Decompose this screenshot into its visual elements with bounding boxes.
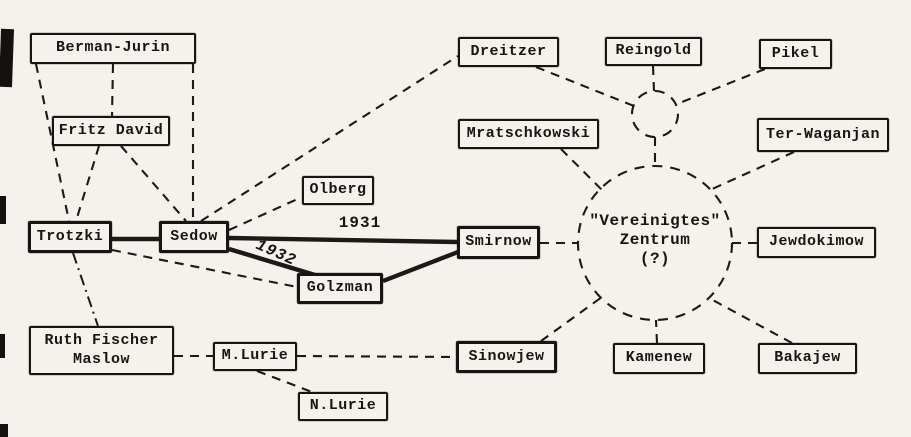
node-label: Dreitzer <box>470 42 547 60</box>
edge-trotzki--ruth-fischer-maslow <box>72 252 99 327</box>
edge-ter-waganjan--zentrum-circle <box>709 151 795 191</box>
edge-label-1931: 1931 <box>338 214 382 232</box>
edge-sedow--smirnow <box>228 235 458 245</box>
node-label: Olberg <box>309 181 367 199</box>
node-label: Sinowjew <box>468 347 545 365</box>
node-olberg: Olberg <box>302 176 374 205</box>
edge-dreitzer--inner-circle <box>535 66 635 107</box>
edge-mratschkowski--zentrum-circle <box>560 148 603 191</box>
node-label: Sedow <box>170 227 218 245</box>
edge-sedow--olberg <box>228 196 303 231</box>
edge-kamenew--zentrum-circle <box>654 319 659 344</box>
node-mratschkowski: Mratschkowski <box>458 119 599 149</box>
node-label: N.Lurie <box>309 397 377 415</box>
node-label: Maslow <box>72 350 130 368</box>
node-ter-waganjan: Ter-Waganjan <box>757 118 889 152</box>
node-dreitzer: Dreitzer <box>458 37 559 67</box>
edge-pikel--inner-circle <box>676 68 766 105</box>
node-trotzki: Trotzki <box>28 221 112 253</box>
circle-label-line: "Vereinigtes" <box>589 212 721 230</box>
node-label: Berman-Jurin <box>55 39 171 57</box>
edge-reingold--inner-circle <box>651 65 656 92</box>
node-label: Smirnow <box>465 233 532 251</box>
node-pikel: Pikel <box>759 39 832 69</box>
node-berman-jurin: Berman-Jurin <box>30 33 196 64</box>
node-sinowjew: Sinowjew <box>456 341 557 373</box>
node-label: Fritz David <box>58 121 164 139</box>
node-label: Ruth Fischer <box>44 331 159 349</box>
edge-sedow--dreitzer <box>200 55 459 222</box>
node-label: M.Lurie <box>221 347 289 365</box>
node-label: Golzman <box>306 279 374 297</box>
node-reingold: Reingold <box>605 37 702 66</box>
node-label: Jewdokimow <box>768 233 864 251</box>
node-fritz-david: Fritz David <box>52 116 170 146</box>
node-smirnow: Smirnow <box>457 226 540 259</box>
node-sedow: Sedow <box>159 221 229 253</box>
edge-bakajew--zentrum-circle <box>708 297 793 344</box>
circle-label-line: Zentrum <box>619 231 691 249</box>
edge-fritz-david--trotzki <box>74 145 101 222</box>
node-bakajew: Bakajew <box>758 343 857 374</box>
node-golzman: Golzman <box>297 273 383 304</box>
node-n-lurie: N.Lurie <box>298 392 388 421</box>
node-label: Bakajew <box>774 349 841 367</box>
edge-m-lurie--sinowjew <box>296 354 457 359</box>
node-label: Kamenew <box>625 349 693 367</box>
node-label: Ter-Waganjan <box>765 125 881 143</box>
zentrum-circle <box>576 164 734 322</box>
edge-golzman--smirnow <box>382 249 459 284</box>
scan-artifact <box>0 424 8 437</box>
node-jewdokimow: Jewdokimow <box>757 227 876 258</box>
edge-m-lurie--n-lurie <box>256 370 313 393</box>
node-label: Mratschkowski <box>466 124 591 142</box>
node-label: Trotzki <box>36 227 104 245</box>
edge-fritz-david--sedow <box>120 145 187 222</box>
edge-sedow--golzman <box>228 246 316 278</box>
node-m-lurie: M.Lurie <box>213 342 297 371</box>
node-kamenew: Kamenew <box>613 343 705 374</box>
node-label: Pikel <box>771 44 820 62</box>
scan-artifact <box>0 28 15 88</box>
edge-sinowjew--zentrum-circle <box>540 296 603 342</box>
scan-artifact <box>0 196 6 224</box>
circle-label-line: (?) <box>639 250 671 268</box>
inner-circle <box>630 89 680 139</box>
scan-artifact <box>0 334 5 358</box>
edge-berman-jurin--fritz-david <box>110 63 115 117</box>
zentrum-circle-label: "Vereinigtes"Zentrum(?) <box>578 212 732 269</box>
node-label: Reingold <box>615 42 692 60</box>
